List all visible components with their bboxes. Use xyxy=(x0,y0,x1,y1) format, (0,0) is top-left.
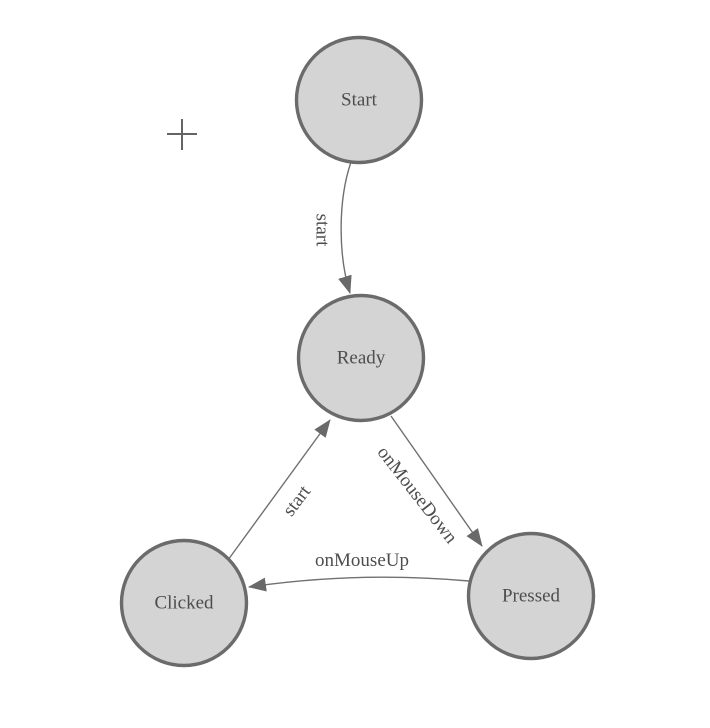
edge-pressed-to-clicked[interactable] xyxy=(248,576,470,592)
state-node-start[interactable]: Start xyxy=(294,35,424,165)
edge-label-start-top: start xyxy=(312,214,333,247)
edge-start-to-ready[interactable] xyxy=(338,161,352,294)
state-circle-clicked xyxy=(119,538,249,668)
state-circle-pressed xyxy=(466,531,596,661)
edge-label-onmouseup: onMouseUp xyxy=(315,550,409,571)
state-label-pressed: Pressed xyxy=(502,586,561,607)
edge-ready-to-pressed[interactable] xyxy=(390,415,483,547)
state-label-start: Start xyxy=(341,90,378,111)
state-circle-ready xyxy=(296,293,426,423)
crosshair-cursor-icon xyxy=(167,119,197,150)
edge-label-start-left: start xyxy=(279,481,316,520)
state-circle-start xyxy=(294,35,424,165)
state-label-ready: Ready xyxy=(337,348,386,369)
state-node-clicked[interactable]: Clicked xyxy=(119,538,249,668)
edge-label-onmousedown: onMouseDown xyxy=(373,442,462,548)
state-node-ready[interactable]: Ready xyxy=(296,293,426,423)
edge-clicked-to-ready[interactable] xyxy=(227,419,331,561)
state-node-pressed[interactable]: Pressed xyxy=(466,531,596,661)
state-label-clicked: Clicked xyxy=(154,593,214,614)
